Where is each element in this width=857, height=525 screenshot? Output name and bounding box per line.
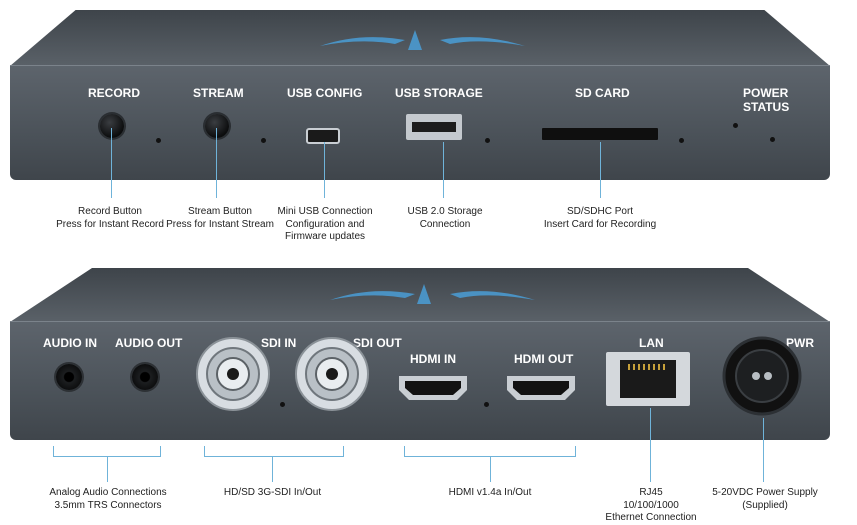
- power-status-label-line1: POWER: [743, 86, 789, 100]
- sd-card-label: SD CARD: [575, 86, 630, 100]
- stream-label: STREAM: [193, 86, 244, 100]
- audio-out-label: AUDIO OUT: [115, 336, 183, 350]
- sdi-bracket-stem: [272, 456, 273, 482]
- hdmi-out-port[interactable]: [505, 374, 577, 402]
- status-led: [770, 137, 775, 142]
- record-label: RECORD: [88, 86, 141, 100]
- usb-config-label: USB CONFIG: [287, 86, 363, 100]
- usb-storage-label: USB STORAGE: [395, 86, 483, 100]
- sd-card-callout-line: [600, 142, 601, 198]
- bottom-device-top-surface: [10, 268, 830, 322]
- rj45-caption-desc1: 10/100/1000: [623, 499, 679, 511]
- hdmi-bracket-stem: [490, 456, 491, 482]
- audio-in-label: AUDIO IN: [43, 336, 97, 350]
- pwr-label: PWR: [786, 336, 814, 350]
- sdi-bracket-right: [343, 446, 344, 456]
- record-button[interactable]: [100, 114, 124, 138]
- usb-storage-caption-title: USB 2.0 Storage: [407, 206, 483, 217]
- audio-caption-title: Analog Audio Connections: [49, 487, 167, 498]
- rj45-caption-desc2: Ethernet Connection: [605, 512, 697, 523]
- usb-storage-caption: USB 2.0 Storage Connection: [390, 206, 500, 231]
- audio-out-jack[interactable]: [132, 364, 158, 390]
- sd-card-led: [679, 138, 684, 143]
- alta-logo-rear-icon: [330, 284, 535, 304]
- power-led: [733, 123, 738, 128]
- top-device-top-surface: [10, 10, 830, 66]
- pwr-callout-line: [763, 418, 764, 482]
- bottom-device-rear-panel: AUDIO IN AUDIO OUT SDI IN SDI OUT HDMI I…: [10, 268, 830, 440]
- usb-storage-led: [485, 138, 490, 143]
- stream-led: [261, 138, 266, 143]
- sdi-caption: HD/SD 3G-SDI In/Out: [200, 487, 345, 500]
- mini-usb-port[interactable]: [306, 128, 340, 144]
- lan-label: LAN: [639, 336, 664, 350]
- top-device-front-panel: RECORD STREAM USB CONFIG USB STORAGE SD …: [10, 10, 830, 180]
- hdmi-in-label: HDMI IN: [410, 352, 456, 366]
- sdi-out-bnc-connector[interactable]: [292, 334, 372, 414]
- usb-storage-caption-desc: Connection: [419, 218, 471, 230]
- hdmi-in-port[interactable]: [397, 374, 469, 402]
- hdmi-bracket-left: [404, 446, 405, 456]
- record-caption: Record Button Press for Instant Record: [50, 206, 170, 231]
- hdmi-caption-title: HDMI v1.4a In/Out: [448, 487, 532, 498]
- record-caption-title: Record Button: [78, 206, 142, 217]
- record-callout-line: [111, 128, 112, 198]
- sd-card-caption-desc: Insert Card for Recording: [543, 218, 657, 230]
- alta-logo-icon: [320, 30, 525, 50]
- stream-callout-line: [216, 128, 217, 198]
- pwr-caption-title: 5-20VDC Power Supply: [712, 487, 818, 498]
- hdmi-out-label: HDMI OUT: [514, 352, 574, 366]
- sdi-bracket-left: [204, 446, 205, 456]
- usb-config-caption-desc2: Firmware updates: [284, 231, 366, 242]
- audio-caption-desc: 3.5mm TRS Connectors: [54, 499, 162, 511]
- audio-bracket-right: [160, 446, 161, 456]
- usb-config-caption-desc1: Configuration and: [285, 218, 365, 230]
- audio-in-jack[interactable]: [56, 364, 82, 390]
- stream-caption-title: Stream Button: [188, 206, 252, 217]
- power-dc-connector[interactable]: [720, 334, 804, 418]
- stream-caption: Stream Button Press for Instant Stream: [160, 206, 280, 231]
- sd-card-caption: SD/SDHC Port Insert Card for Recording: [535, 206, 665, 231]
- record-led: [156, 138, 161, 143]
- audio-bracket-left: [53, 446, 54, 456]
- audio-caption: Analog Audio Connections 3.5mm TRS Conne…: [28, 487, 188, 512]
- record-caption-desc: Press for Instant Record: [56, 218, 164, 230]
- hdmi-led: [484, 402, 489, 407]
- usb-config-callout-line: [324, 142, 325, 198]
- usb-config-caption: Mini USB Connection Configuration and Fi…: [270, 206, 380, 244]
- lan-callout-line: [650, 408, 651, 482]
- sdi-out-label: SDI OUT: [353, 336, 402, 350]
- sdi-caption-title: HD/SD 3G-SDI In/Out: [223, 487, 322, 498]
- usb-config-caption-title: Mini USB Connection: [277, 206, 373, 217]
- hdmi-bracket-right: [575, 446, 576, 456]
- pwr-caption-desc: (Supplied): [742, 499, 788, 511]
- rj45-caption: RJ45 10/100/1000 Ethernet Connection: [595, 487, 707, 525]
- sd-card-slot[interactable]: [542, 128, 658, 140]
- audio-bracket-stem: [107, 456, 108, 482]
- sdi-in-bnc-connector[interactable]: [193, 334, 273, 414]
- stream-button[interactable]: [205, 114, 229, 138]
- rj45-caption-title: RJ45: [639, 487, 663, 498]
- usb-storage-port[interactable]: [406, 114, 462, 140]
- usb-storage-callout-line: [443, 142, 444, 198]
- sd-card-caption-title: SD/SDHC Port: [566, 206, 634, 217]
- sdi-bracket-horizontal: [204, 456, 344, 457]
- sdi-led: [280, 402, 285, 407]
- hdmi-caption: HDMI v1.4a In/Out: [425, 487, 555, 500]
- power-status-label-line2: STATUS: [743, 100, 790, 114]
- pwr-caption: 5-20VDC Power Supply (Supplied): [706, 487, 824, 512]
- stream-caption-desc: Press for Instant Stream: [166, 218, 274, 230]
- sdi-in-label: SDI IN: [261, 336, 297, 350]
- lan-rj45-port[interactable]: [606, 352, 690, 406]
